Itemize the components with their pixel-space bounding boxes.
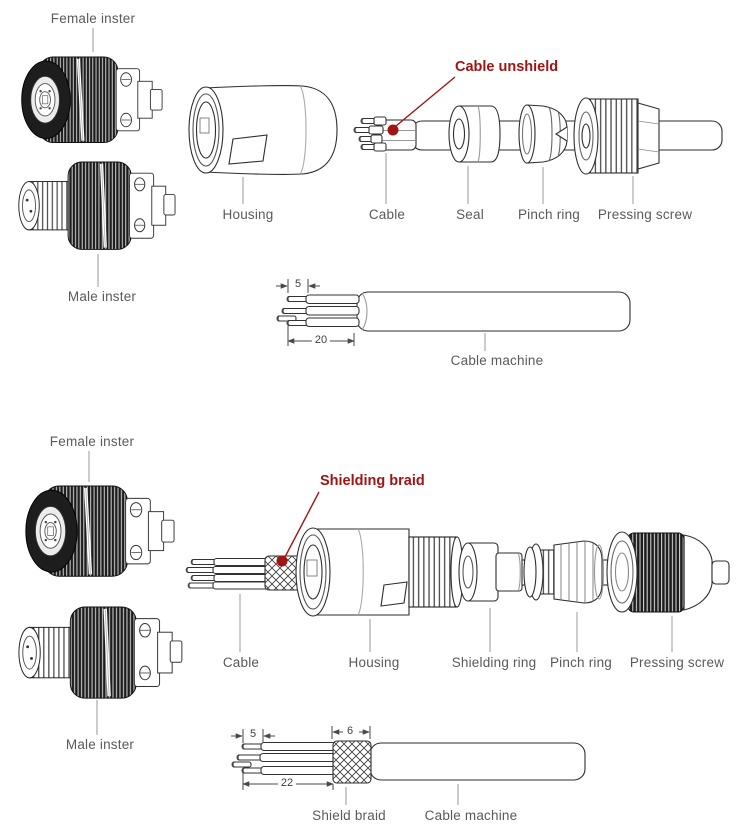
label-pressing-screw-2: Pressing screw	[629, 655, 725, 670]
callout-line-cable-unshield	[395, 76, 456, 127]
dim-strip-1: 20	[311, 335, 331, 346]
male-connector-1	[17, 160, 177, 252]
label-male-inster-2: Male inster	[65, 737, 135, 752]
label-pinch-ring-1: Pinch ring	[517, 207, 581, 222]
male-connector-2	[17, 605, 184, 700]
callout-dot-cable-unshield	[387, 124, 399, 136]
dim-wire-tip-1: 5	[294, 278, 302, 290]
cable-machine-1	[276, 291, 631, 332]
label-male-inster-1: Male inster	[67, 289, 137, 304]
callout-shielding-braid: Shielding braid	[320, 473, 425, 489]
cable-machine-2	[231, 740, 586, 784]
label-shielding-ring-2: Shielding ring	[451, 655, 537, 670]
label-housing-1: Housing	[222, 207, 274, 222]
label-cable-machine-2: Cable machine	[424, 808, 518, 823]
callout-line-shielding-braid	[284, 491, 320, 558]
pinch-ring-1	[518, 104, 568, 164]
label-pinch-ring-2: Pinch ring	[549, 655, 613, 670]
label-cable-2: Cable	[222, 655, 260, 670]
pressing-screw-2	[606, 531, 730, 613]
leader-lines-2	[88, 451, 673, 805]
dim-braid-2: 6	[346, 725, 354, 737]
dim-strip-2: 22	[277, 778, 297, 789]
pinch-ring-2	[523, 540, 605, 604]
label-female-inster-1: Female inster	[50, 11, 136, 26]
label-female-inster-2: Female inster	[49, 434, 135, 449]
female-connector-2	[24, 484, 176, 578]
label-shield-braid-2: Shield braid	[312, 808, 386, 823]
shielding-ring-2	[458, 542, 523, 602]
seal-1	[448, 105, 501, 163]
label-pressing-screw-1: Pressing screw	[597, 207, 693, 222]
pressing-screw-1	[573, 97, 660, 175]
label-housing-2: Housing	[348, 655, 400, 670]
label-cable-machine-1: Cable machine	[450, 353, 544, 368]
female-connector-1	[20, 55, 164, 145]
label-seal-1: Seal	[456, 207, 484, 222]
label-cable-1: Cable	[368, 207, 406, 222]
callout-cable-unshield: Cable unshield	[455, 59, 559, 75]
dim-wire-tip-2: 5	[249, 728, 257, 740]
housing-1	[188, 85, 338, 175]
leader-lines-1	[92, 28, 634, 351]
callout-dot-shielding-braid	[276, 555, 288, 567]
housing-2	[295, 527, 464, 617]
cable-2	[185, 555, 304, 591]
